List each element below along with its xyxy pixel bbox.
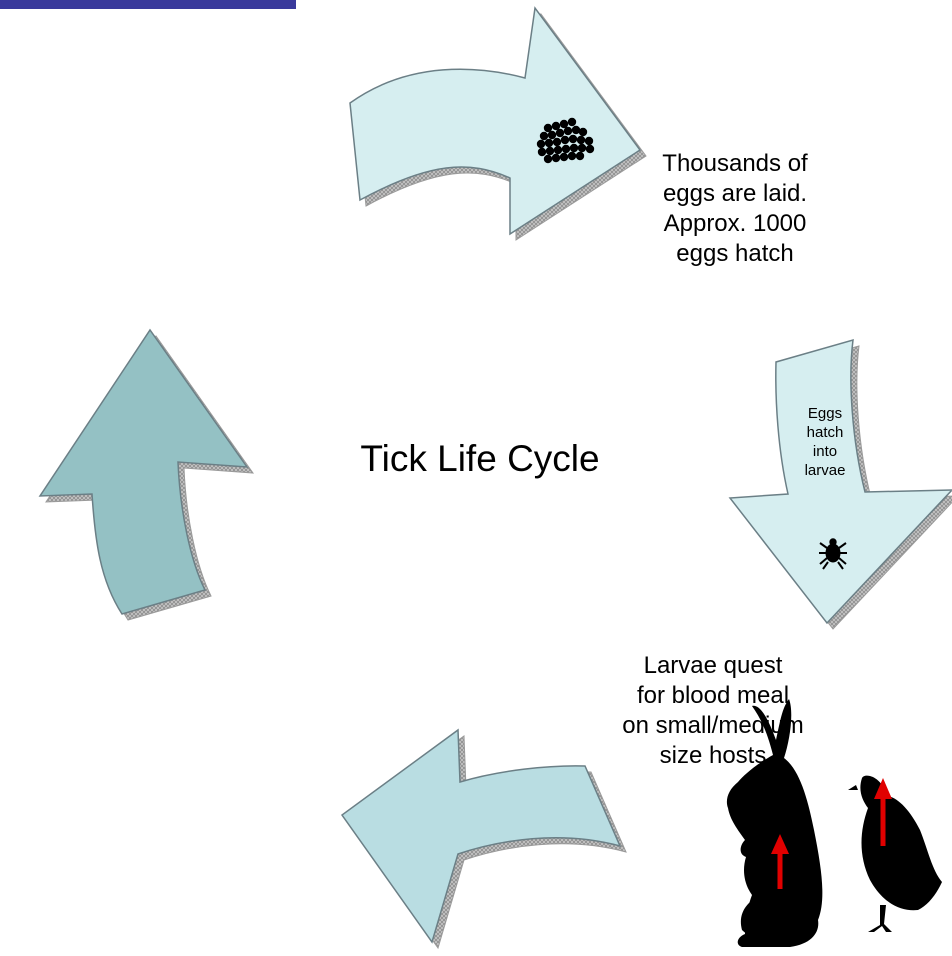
grouse-silhouette <box>848 776 942 932</box>
stage-label-larvae: Larvae quest for blood meal on small/med… <box>588 651 838 771</box>
diagram-title: Tick Life Cycle <box>300 437 660 481</box>
arrow-larvae-stage <box>342 730 626 948</box>
arrow-eggs-stage <box>350 8 646 240</box>
arrow-return-stage <box>40 330 253 620</box>
stage-label-eggs: Thousands of eggs are laid. Approx. 1000… <box>620 149 850 269</box>
stage-label-hatch: Eggs hatch into larvae <box>790 404 860 480</box>
arrow-hatch-stage <box>730 340 952 629</box>
